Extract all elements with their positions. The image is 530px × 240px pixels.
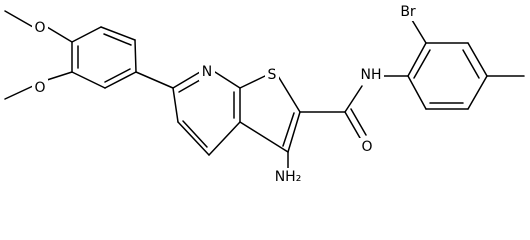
oxygen-label-middle: O <box>34 80 45 96</box>
bromine-label: Br <box>400 4 416 20</box>
pyridine-nitrogen-label: N <box>202 64 212 80</box>
thiophene-sulfur-label: S <box>268 67 277 83</box>
bond-lines <box>4 10 525 169</box>
amino-nh2-label: NH₂ <box>275 169 302 185</box>
amide-nh-label: NH <box>361 67 382 83</box>
atom-labels: O O N S Br NH O NH₂ <box>32 3 420 186</box>
chemical-structure-diagram: O O N S Br NH O NH₂ <box>4 3 525 186</box>
carbonyl-oxygen-label: O <box>361 139 372 155</box>
oxygen-label-top: O <box>34 20 45 36</box>
